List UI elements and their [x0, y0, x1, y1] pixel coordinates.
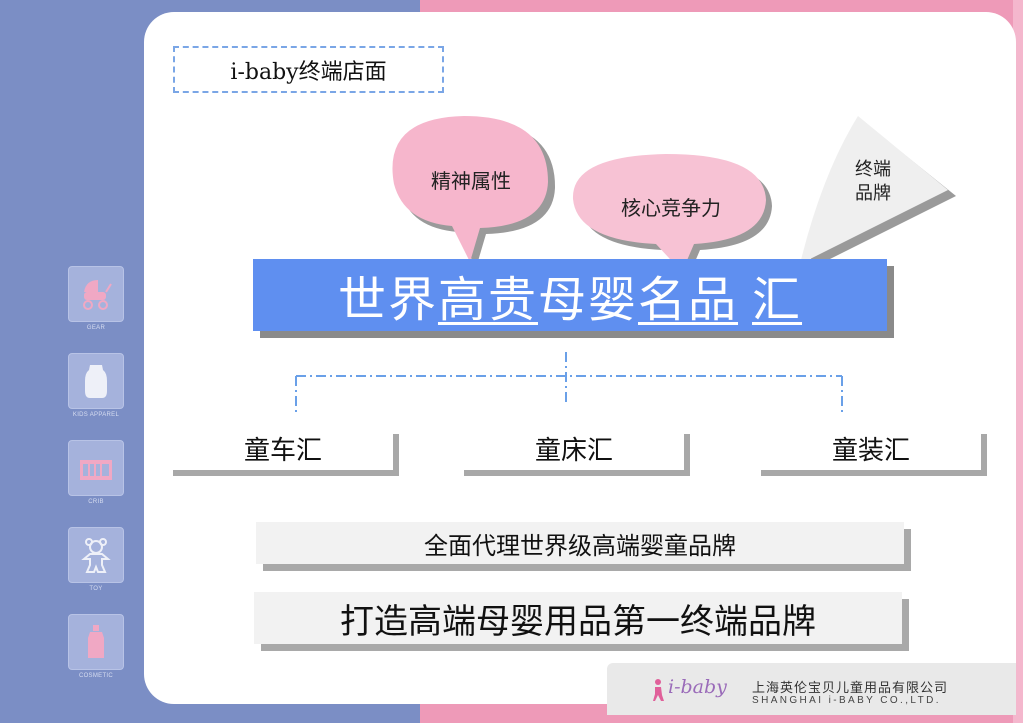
- category-label: TOY: [89, 586, 103, 592]
- branch-apparel: 童装汇: [761, 434, 987, 476]
- category-tile: [68, 440, 124, 496]
- company-name-cn: 上海英伦宝贝儿童用品有限公司: [752, 681, 949, 696]
- branch-crib: 童床汇: [464, 434, 690, 476]
- category-label: COSMETIC: [78, 673, 114, 679]
- bubble-label-core: 核心竞争力: [621, 196, 721, 220]
- branch-label: 童装汇: [831, 435, 910, 466]
- teddy-bear-icon: [81, 538, 111, 573]
- crib-icon: [80, 460, 112, 480]
- category-label: KIDS APPAREL: [72, 412, 120, 418]
- banner-text-1: 世界: [337, 272, 438, 328]
- main-banner: 世界 高贵 母婴 名品 汇: [253, 259, 887, 331]
- banner-text-5: 汇: [752, 272, 803, 328]
- banner-text-2: 高贵: [437, 272, 538, 328]
- category-tile: [68, 353, 124, 409]
- bottle-icon: [88, 625, 104, 658]
- category-kids-apparel: KIDS APPAREL: [68, 353, 124, 418]
- bubble-label-spirit: 精神属性: [431, 169, 511, 193]
- slogan-2: 打造高端母婴用品第一终端品牌: [254, 592, 902, 644]
- logo-brand: i-baby: [668, 676, 727, 698]
- category-tile: [68, 614, 124, 670]
- category-tile: [68, 527, 124, 583]
- callout-line-2: 品牌: [855, 183, 891, 204]
- right-edge-strip: [1013, 0, 1023, 723]
- callout-line-1: 终端: [855, 159, 891, 180]
- logo-panel: [607, 663, 1016, 715]
- category-toy: TOY: [68, 527, 124, 592]
- baby-figure-icon: [653, 679, 664, 701]
- branch-label: 童车汇: [243, 435, 322, 466]
- branch-stroller: 童车汇: [173, 434, 399, 476]
- category-gear: GEAR: [68, 266, 124, 331]
- category-tile: [68, 266, 124, 322]
- slogan-1: 全面代理世界级高端婴童品牌: [256, 522, 904, 564]
- category-label: GEAR: [86, 325, 106, 331]
- category-label: CRIB: [88, 499, 104, 505]
- branch-label: 童床汇: [534, 435, 613, 466]
- stroller-icon: [83, 280, 112, 310]
- callout-label-terminal: 终端 品牌: [848, 158, 898, 206]
- category-crib: CRIB: [68, 440, 124, 505]
- banner-text-4: 名品: [638, 272, 739, 328]
- page-title: i-baby终端店面: [173, 46, 444, 93]
- onesie-icon: [85, 365, 107, 398]
- category-cosmetic: COSMETIC: [68, 614, 124, 679]
- company-name-en: SHANGHAI i-BABY CO.,LTD.: [752, 695, 941, 706]
- banner-text-3: 母婴: [537, 272, 638, 328]
